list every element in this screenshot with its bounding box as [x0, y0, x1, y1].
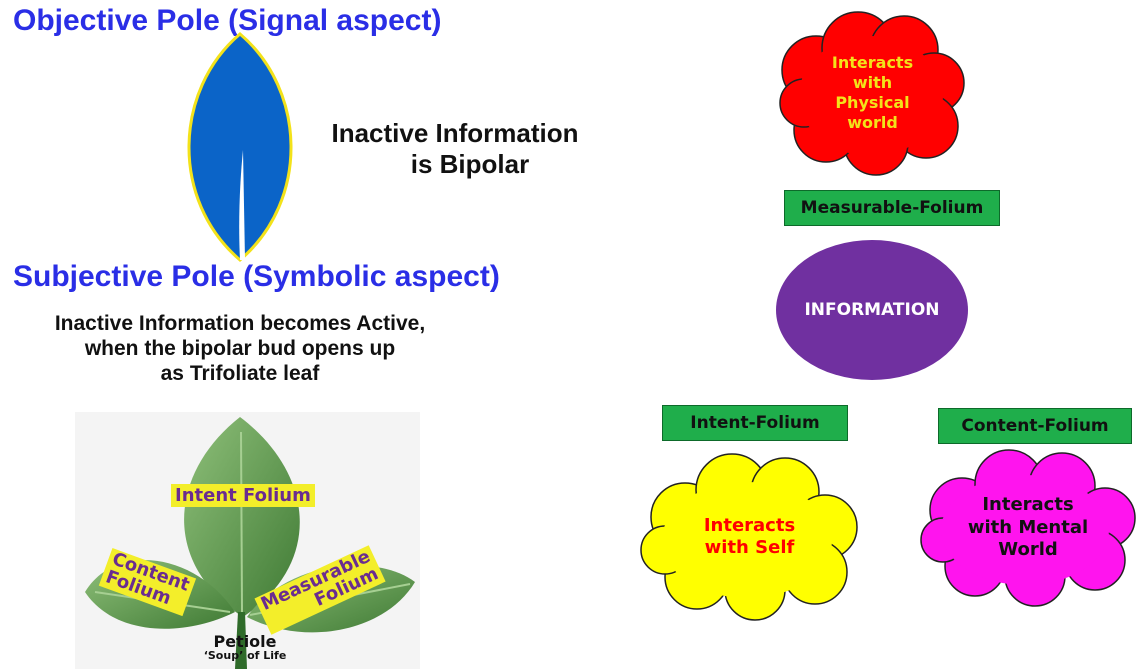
yellow-cloud-shape: [640, 453, 858, 621]
physical-world-cloud: Interacts with Physical world: [776, 8, 969, 178]
inactive-line-1: Inactive Information: [331, 118, 579, 148]
self-line-1: Interacts: [703, 514, 796, 536]
petiole-stem: [235, 612, 247, 669]
intent-folium-label: Intent Folium: [171, 484, 315, 507]
physical-line-1: Interacts: [831, 53, 914, 72]
objective-pole-heading: Objective Pole (Signal aspect): [13, 4, 442, 37]
bipolar-bud-illustration: [187, 32, 293, 262]
measurable-folium-box: Measurable-Folium: [784, 190, 1000, 226]
trifoliate-leaf-drawing: [85, 417, 415, 669]
physical-line-4: world: [847, 113, 898, 132]
mental-world-cloud: Interacts with Mental World: [917, 448, 1139, 608]
physical-line-2: with: [852, 73, 893, 92]
physical-world-cloud-text: Interacts with Physical world: [776, 8, 969, 178]
trifoliate-leaf-illustration: Intent Folium Content Folium Measurable …: [75, 412, 420, 669]
active-line-3: as Trifoliate leaf: [160, 361, 320, 385]
petiole-text: Petiole: [213, 632, 277, 651]
active-line-2: when the bipolar bud opens up: [84, 336, 396, 360]
information-ellipse: INFORMATION: [776, 240, 968, 380]
petiole-label: Petiole ‘Soup’ of Life: [200, 632, 290, 662]
self-cloud-text: Interacts with Self: [637, 452, 862, 622]
self-line-2: with Self: [704, 537, 795, 558]
red-cloud-shape: [779, 11, 965, 176]
active-information-text: Inactive Information becomes Active, whe…: [0, 312, 480, 386]
self-cloud: Interacts with Self: [637, 452, 862, 622]
physical-line-3: Physical: [835, 93, 910, 112]
mental-line-1: Interacts: [982, 494, 1074, 516]
magenta-cloud-shape: [920, 449, 1136, 607]
subjective-pole-heading: Subjective Pole (Symbolic aspect): [13, 260, 500, 293]
mental-line-3: World: [998, 539, 1058, 561]
active-line-1: Inactive Information becomes Active,: [54, 312, 426, 335]
inactive-line-2: is Bipolar: [410, 148, 530, 179]
bud-center-vein: [239, 150, 245, 260]
intent-folium-box: Intent-Folium: [662, 405, 848, 441]
information-text: INFORMATION: [804, 300, 940, 320]
content-folium-box: Content-Folium: [938, 408, 1132, 444]
inactive-information-text: Inactive Information is Bipolar: [300, 118, 610, 179]
mental-line-2: with Mental: [967, 516, 1089, 538]
mental-world-cloud-text: Interacts with Mental World: [917, 448, 1139, 608]
soup-of-life-text: ‘Soup’ of Life: [203, 649, 287, 662]
